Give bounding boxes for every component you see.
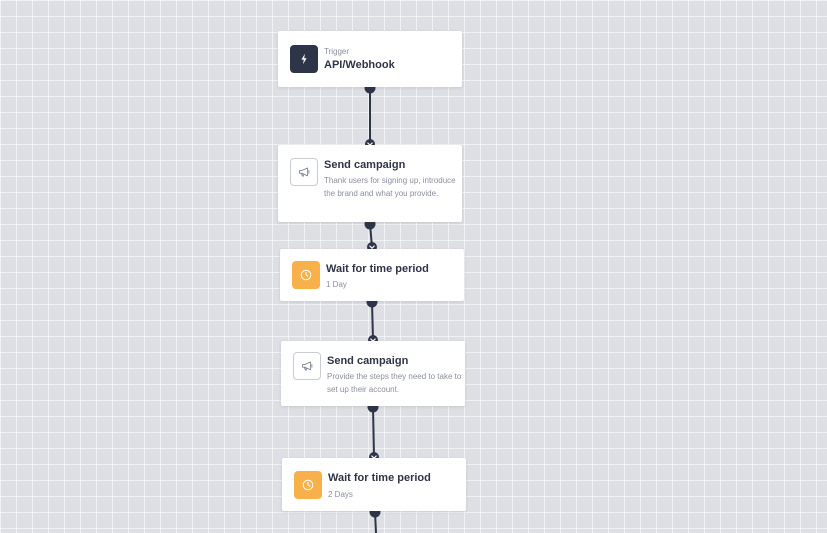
node-description: 1 Day bbox=[326, 280, 347, 289]
node-description: Thank users for signing up, introduce th… bbox=[324, 176, 456, 198]
node-title: Wait for time period bbox=[326, 263, 429, 275]
node-title: API/Webhook bbox=[324, 59, 395, 71]
connector-line bbox=[369, 223, 373, 248]
node-description: 2 Days bbox=[328, 490, 353, 499]
clock-icon bbox=[294, 471, 322, 499]
megaphone-icon bbox=[290, 158, 318, 186]
send-campaign-node[interactable]: Send campaign Thank users for signing up… bbox=[278, 145, 462, 222]
node-title: Send campaign bbox=[327, 355, 409, 367]
wait-node[interactable]: Wait for time period 1 Day bbox=[280, 249, 464, 301]
connector-line bbox=[374, 511, 377, 533]
node-title: Wait for time period bbox=[328, 472, 431, 484]
connector-line bbox=[371, 301, 374, 341]
connector-line bbox=[372, 406, 375, 458]
clock-icon bbox=[292, 261, 320, 289]
node-eyebrow: Trigger bbox=[324, 47, 350, 56]
node-description: Provide the steps they need to take to s… bbox=[327, 372, 462, 394]
lightning-bolt-icon bbox=[290, 45, 318, 73]
node-title: Send campaign bbox=[324, 159, 406, 171]
trigger-node[interactable]: Trigger API/Webhook bbox=[278, 31, 462, 87]
send-campaign-node[interactable]: Send campaign Provide the steps they nee… bbox=[281, 341, 465, 406]
megaphone-icon bbox=[293, 352, 321, 380]
wait-node[interactable]: Wait for time period 2 Days bbox=[282, 458, 466, 511]
chevron-down-icon bbox=[369, 245, 375, 249]
